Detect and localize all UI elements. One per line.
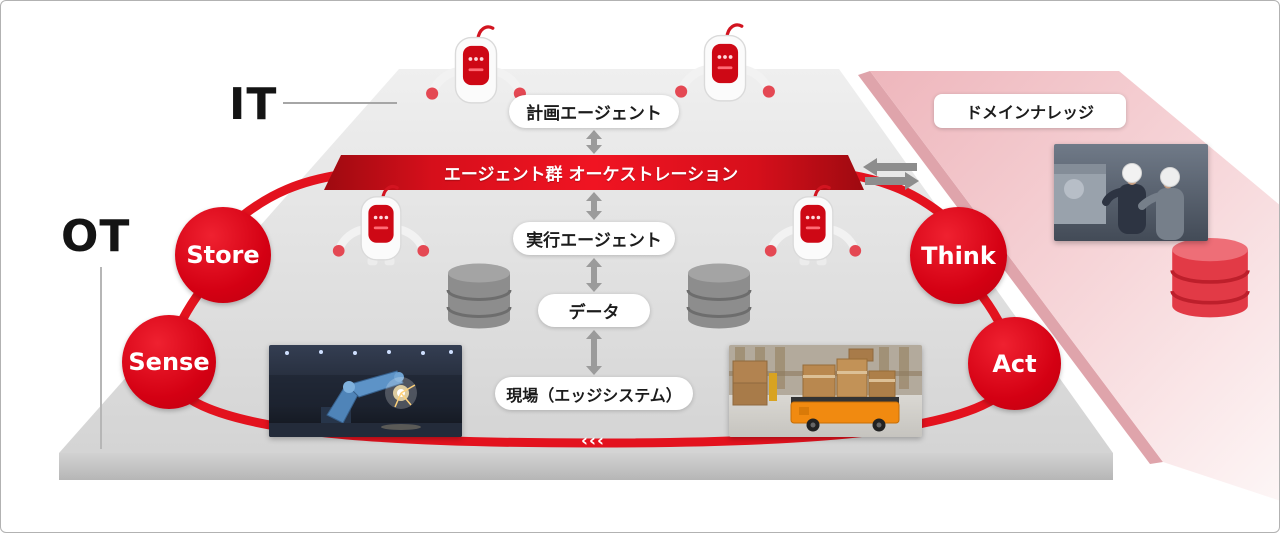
act-circle: Act — [968, 317, 1061, 410]
sense-circle: Sense — [122, 315, 216, 409]
it-layer-label: IT — [229, 79, 278, 130]
ot-leader-line — [100, 267, 102, 449]
planning-agent-label: 計画エージェント — [526, 104, 662, 124]
store-circle: Store — [175, 207, 271, 303]
act-label: Act — [992, 349, 1037, 378]
base-platform — [59, 453, 1113, 480]
data-label: データ — [568, 303, 620, 323]
knowledge-database-icon — [1170, 238, 1250, 318]
domain-knowledge-node: ドメインナレッジ — [934, 94, 1126, 128]
think-circle: Think — [910, 207, 1007, 304]
factory-welding-photo — [269, 345, 462, 437]
edge-system-node: 現場（エッジシステム） — [495, 377, 693, 410]
workers-photo — [1054, 144, 1208, 241]
think-label: Think — [921, 241, 996, 270]
ot-layer-label: OT — [61, 211, 131, 262]
store-label: Store — [186, 241, 260, 269]
knowledge-platform-edge — [858, 71, 1163, 464]
agv-robot-photo — [729, 345, 922, 437]
planning-agent-node: 計画エージェント — [509, 95, 679, 128]
execution-agent-node: 実行エージェント — [513, 222, 675, 255]
orchestration-label: エージェント群 オーケストレーション — [443, 164, 739, 185]
execution-agent-label: 実行エージェント — [526, 231, 662, 251]
orchestration-banner — [324, 155, 864, 190]
database-icon — [446, 263, 512, 329]
vertical-double-arrow-icon — [586, 130, 602, 375]
loop-direction-chevrons: ‹‹‹ — [580, 431, 606, 451]
database-icon — [686, 263, 752, 329]
edge-system-label: 現場（エッジシステム） — [506, 385, 682, 405]
it-leader-line — [283, 102, 397, 104]
domain-knowledge-label: ドメインナレッジ — [965, 103, 1094, 122]
sense-label: Sense — [128, 348, 210, 376]
data-node: データ — [538, 294, 650, 327]
exchange-arrow-icon — [863, 158, 919, 190]
